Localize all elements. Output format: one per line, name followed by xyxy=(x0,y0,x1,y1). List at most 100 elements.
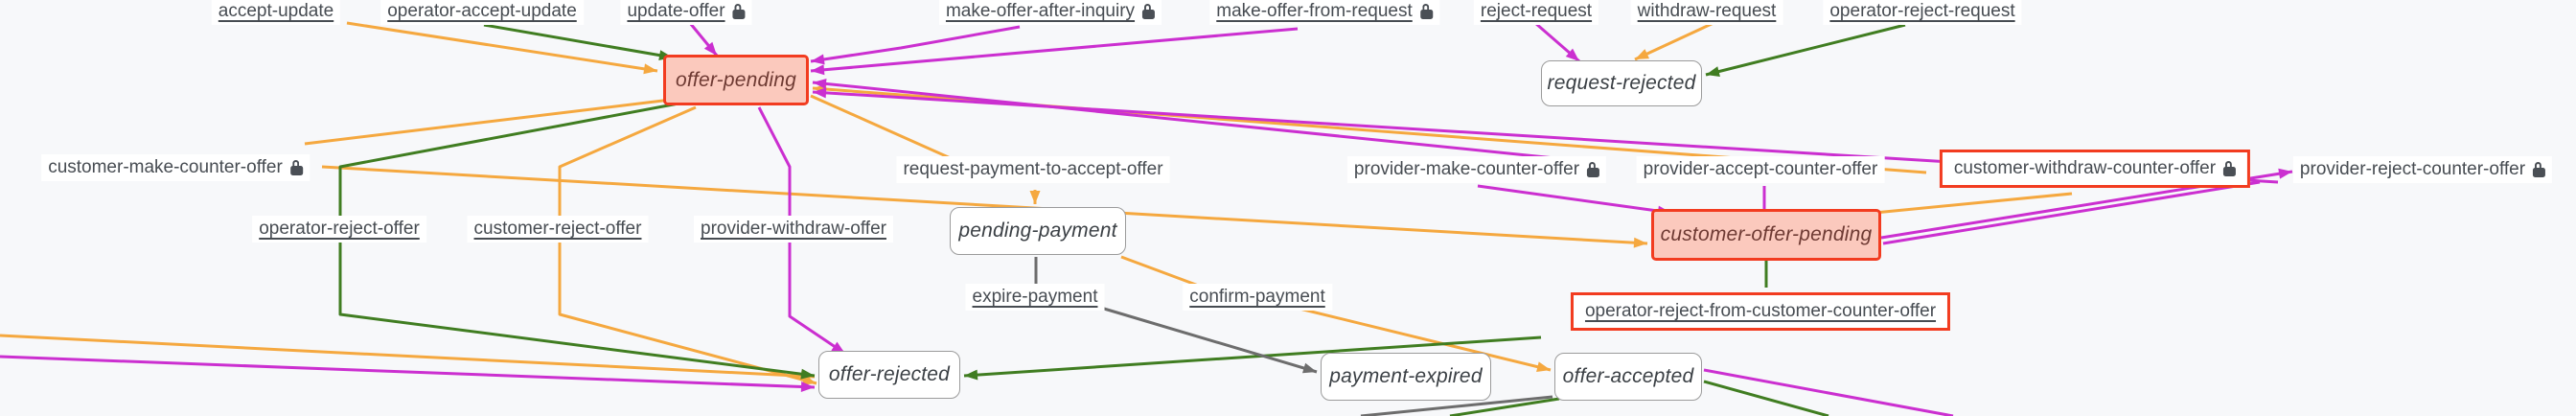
transition-request-payment-to-accept-offer[interactable]: request-payment-to-accept-offer xyxy=(896,156,1170,183)
edge-system-33 xyxy=(1103,307,1318,374)
arrowhead-provider-27 xyxy=(813,87,827,99)
transition-make-offer-from-request[interactable]: make-offer-from-request xyxy=(1209,0,1439,25)
lock-icon xyxy=(2223,161,2237,176)
edge-customer-7 xyxy=(1120,255,1205,289)
transition-label: make-offer-from-request xyxy=(1216,1,1413,21)
state-label: request-rejected xyxy=(1547,72,1696,94)
lock-icon xyxy=(732,4,746,19)
arrowhead-system-33 xyxy=(1302,362,1317,374)
transition-operator-reject-request[interactable]: operator-reject-request xyxy=(1823,0,2022,25)
transition-operator-reject-offer[interactable]: operator-reject-offer xyxy=(252,216,426,243)
edge-provider-29 xyxy=(1882,180,2261,245)
transition-label: operator-reject-offer xyxy=(259,219,420,239)
arrowhead-provider-26 xyxy=(813,78,827,89)
transition-label: provider-accept-counter-offer xyxy=(1643,159,1878,179)
arrowhead-operator-13 xyxy=(1706,66,1720,77)
state-offer-rejected[interactable]: offer-rejected xyxy=(818,351,960,399)
transition-label: provider-withdraw-offer xyxy=(701,219,886,239)
edge-customer-9 xyxy=(0,334,816,379)
state-label: offer-pending xyxy=(676,68,796,91)
state-label: offer-rejected xyxy=(828,363,951,385)
state-label: offer-accepted xyxy=(1562,365,1694,387)
edge-provider-26 xyxy=(812,81,1603,165)
arrowhead-operator-16 xyxy=(964,369,978,381)
transition-customer-reject-offer[interactable]: customer-reject-offer xyxy=(467,216,649,243)
edge-operator-18 xyxy=(1703,380,1829,416)
transition-label: reject-request xyxy=(1480,1,1593,21)
arrowhead-customer-0 xyxy=(643,63,657,75)
edge-provider-24 xyxy=(1477,184,1672,215)
transition-label: customer-make-counter-offer xyxy=(48,157,283,177)
lock-icon xyxy=(1587,162,1600,177)
lock-icon xyxy=(1419,4,1433,19)
transition-accept-update[interactable]: accept-update xyxy=(211,0,341,25)
arrowhead-customer-3 xyxy=(1633,237,1647,248)
transition-label: operator-accept-update xyxy=(387,1,577,21)
transition-make-offer-after-inquiry[interactable]: make-offer-after-inquiry xyxy=(938,0,1162,25)
edge-customer-2 xyxy=(304,98,672,146)
edge-operator-16 xyxy=(963,335,1542,378)
lock-icon xyxy=(2533,162,2546,177)
edge-provider-30 xyxy=(0,355,816,389)
lock-icon xyxy=(289,160,303,175)
arrowhead-operator-14 xyxy=(800,368,815,380)
transition-operator-accept-update[interactable]: operator-accept-update xyxy=(380,0,584,25)
transition-update-offer[interactable]: update-offer xyxy=(620,0,752,25)
arrowhead-provider-30 xyxy=(800,381,815,392)
edge-operator-13 xyxy=(1705,23,1906,77)
state-customer-offer-pending[interactable]: customer-offer-pending xyxy=(1651,209,1881,261)
transition-provider-make-counter-offer[interactable]: provider-make-counter-offer xyxy=(1346,156,1607,183)
transition-customer-withdraw-counter-offer[interactable]: customer-withdraw-counter-offer xyxy=(1939,150,2251,188)
arrowhead-provider-19 xyxy=(703,41,717,56)
state-label: customer-offer-pending xyxy=(1660,223,1873,245)
state-offer-accepted[interactable]: offer-accepted xyxy=(1554,353,1702,401)
edge-provider-21 xyxy=(810,27,1299,73)
state-payment-expired[interactable]: payment-expired xyxy=(1321,353,1491,401)
arrowhead-customer-6 xyxy=(1029,191,1041,204)
transition-label: provider-reject-counter-offer xyxy=(2299,159,2526,179)
state-label: pending-payment xyxy=(958,220,1117,242)
arrowhead-provider-21 xyxy=(811,64,825,76)
transition-reject-request[interactable]: reject-request xyxy=(1473,0,1599,25)
transition-label: update-offer xyxy=(627,1,725,21)
transition-confirm-payment[interactable]: confirm-payment xyxy=(1183,284,1332,311)
edge-customer-3 xyxy=(321,165,1648,245)
state-label: payment-expired xyxy=(1329,365,1483,387)
transition-customer-make-counter-offer[interactable]: customer-make-counter-offer xyxy=(41,154,310,181)
arrowhead-provider-28 xyxy=(2278,168,2292,179)
transition-label: customer-withdraw-counter-offer xyxy=(1953,158,2217,178)
edge-provider-31 xyxy=(1703,368,1954,416)
edge-customer-1 xyxy=(1634,21,1714,61)
arrowhead-customer-8 xyxy=(1536,361,1551,373)
transition-withdraw-request[interactable]: withdraw-request xyxy=(1630,0,1783,25)
state-pending-payment[interactable]: pending-payment xyxy=(950,207,1126,255)
transition-provider-reject-counter-offer[interactable]: provider-reject-counter-offer xyxy=(2292,156,2553,183)
edge-system-34 xyxy=(1360,395,1553,416)
transition-label: expire-payment xyxy=(972,287,1098,307)
transition-label: withdraw-request xyxy=(1637,1,1777,21)
edge-provider-20 xyxy=(810,25,1021,63)
edge-customer-8 xyxy=(1299,307,1552,372)
transition-expire-payment[interactable]: expire-payment xyxy=(965,284,1105,311)
state-offer-pending[interactable]: offer-pending xyxy=(663,55,809,105)
state-request-rejected[interactable]: request-rejected xyxy=(1541,60,1702,106)
transition-label: accept-update xyxy=(218,1,334,21)
transition-label: customer-reject-offer xyxy=(473,219,642,239)
arrowhead-provider-22 xyxy=(1565,48,1579,61)
transition-label: operator-reject-request xyxy=(1829,1,2015,21)
transition-provider-accept-counter-offer[interactable]: provider-accept-counter-offer xyxy=(1636,156,1885,183)
transition-label: provider-make-counter-offer xyxy=(1353,159,1580,179)
arrowhead-customer-1 xyxy=(1635,49,1650,59)
transition-operator-reject-from-customer-counter-offer[interactable]: operator-reject-from-customer-counter-of… xyxy=(1570,292,1951,331)
edge-customer-4 xyxy=(558,105,817,385)
transition-label: operator-reject-from-customer-counter-of… xyxy=(1584,301,1937,321)
transition-label: request-payment-to-accept-offer xyxy=(903,159,1163,179)
edge-operator-17 xyxy=(1449,397,1560,416)
edge-operator-12 xyxy=(483,23,674,59)
edge-customer-0 xyxy=(346,21,658,73)
transition-provider-withdraw-offer[interactable]: provider-withdraw-offer xyxy=(694,216,893,243)
lock-icon xyxy=(1142,4,1156,19)
transition-label: confirm-payment xyxy=(1189,287,1325,307)
